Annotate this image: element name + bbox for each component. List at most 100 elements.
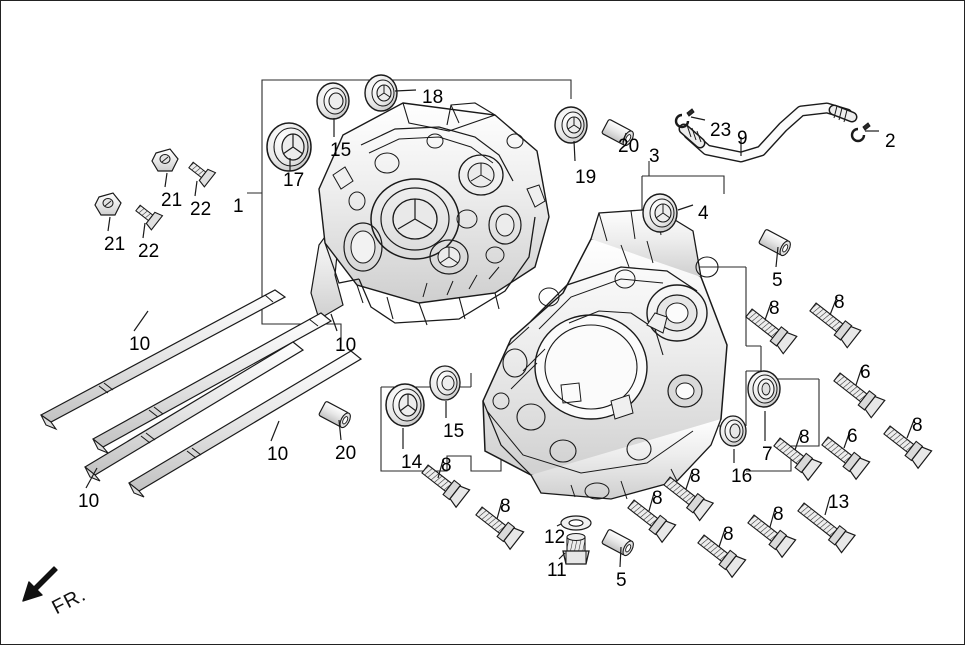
ball-bearing-18 [364, 74, 398, 112]
harness-clamp-21-a [151, 148, 179, 172]
flange-bolt-8-b [809, 302, 862, 349]
leader-13 [824, 496, 831, 516]
leader-8b [829, 296, 838, 316]
leader-21a [164, 172, 168, 188]
leader-23 [690, 116, 706, 121]
callout-number-8: 8 [652, 488, 663, 509]
callout-number-6: 6 [847, 426, 858, 447]
callout-number-22: 22 [138, 241, 160, 262]
hose-clip-23 [674, 108, 695, 129]
leader-5b [619, 546, 622, 568]
callout-number-11: 11 [547, 560, 567, 581]
callout-number-20: 20 [618, 136, 640, 157]
flange-bolt-8-f [627, 499, 677, 544]
ball-bearing-15-lower [429, 365, 461, 401]
leader-12 [556, 523, 562, 527]
hose-clip-2 [850, 122, 871, 143]
callout-number-10: 10 [267, 444, 289, 465]
stud-bolt-group [39, 289, 363, 498]
leader-10b [330, 313, 338, 332]
callout-number-15: 15 [443, 421, 465, 442]
callout-number-10: 10 [335, 335, 357, 356]
ball-bearing-19 [554, 106, 588, 144]
callout-number-10: 10 [78, 491, 100, 512]
leader-11 [558, 552, 566, 560]
dowel-pin-20-b [318, 401, 351, 429]
drain-plug-11 [562, 533, 590, 565]
sealing-washer-12 [560, 515, 592, 531]
leader-8i [496, 500, 503, 520]
flange-bolt-6-a [833, 372, 886, 419]
leader-8a [764, 302, 772, 321]
leader-6a [855, 366, 863, 386]
flange-bolt-8-d [773, 437, 823, 482]
callout-number-14: 14 [401, 452, 423, 473]
callout-number-17: 17 [283, 170, 305, 191]
callout-number-8: 8 [500, 496, 511, 517]
callout-number-18: 18 [422, 87, 444, 108]
ball-bearing-14 [385, 383, 425, 427]
harness-clamp-21-b [94, 192, 122, 216]
callout-number-10: 10 [129, 334, 151, 355]
callout-number-9: 9 [737, 128, 748, 149]
leader-20a [622, 132, 627, 144]
callout-number-8: 8 [799, 427, 810, 448]
leader-22a [194, 180, 198, 197]
callout-number-21: 21 [161, 190, 183, 211]
callout-number-19: 19 [575, 167, 597, 188]
callout-number-13: 13 [828, 492, 850, 513]
flange-bolt-8-g [747, 514, 797, 559]
leader-4 [677, 204, 694, 211]
crankcase-illustration-group [310, 102, 728, 500]
callout-number-4: 4 [698, 203, 709, 224]
callout-number-7: 7 [762, 444, 773, 465]
flange-bolt-6-b [821, 436, 871, 481]
flange-bolt-8-a [745, 308, 798, 355]
ball-bearing-4 [642, 193, 678, 233]
breather-tube-group [674, 102, 871, 163]
leader-line-group [85, 89, 915, 568]
callout-number-12: 12 [544, 527, 566, 548]
leader-10c [270, 420, 280, 442]
callout-number-8: 8 [441, 455, 452, 476]
flange-bolt-8-i [475, 506, 525, 551]
callout-number-8: 8 [769, 298, 780, 319]
dowel-pin-5-a [758, 229, 791, 257]
callout-number-6: 6 [860, 362, 871, 383]
leader-8f [648, 492, 655, 512]
callout-number-1: 1 [233, 196, 244, 217]
leader-19 [573, 140, 576, 162]
clamp-bolt-22-b [135, 204, 164, 231]
callout-number-22: 22 [190, 199, 212, 220]
leader-18 [394, 89, 417, 92]
leader-8d [794, 431, 802, 451]
dowel-pin-5-b [601, 529, 634, 557]
flange-bolt-13 [797, 502, 857, 554]
callout-number-8: 8 [690, 466, 701, 487]
leader-10a [133, 310, 149, 332]
breather-tube-end-right [828, 104, 858, 123]
callout-number-21: 21 [104, 234, 126, 255]
callout-number-8: 8 [912, 415, 923, 436]
oil-seal-16 [719, 415, 747, 447]
stud-bolt-10-a [39, 289, 287, 431]
stud-bolt-10-b [91, 312, 333, 454]
callout-number-2: 2 [885, 131, 896, 152]
stud-bolt-10-c [83, 341, 305, 482]
flange-bolt-8-j [421, 464, 471, 509]
breather-tube-end-left [678, 123, 706, 149]
callout-number-5: 5 [616, 570, 627, 591]
leader-5a [775, 246, 779, 268]
leader-8e [685, 470, 693, 490]
stud-bolt-10-d [127, 350, 363, 498]
leader-8c [906, 419, 915, 439]
flange-bolt-8-h [697, 534, 747, 579]
flange-bolt-8-e [663, 476, 715, 522]
callout-number-8: 8 [834, 292, 845, 313]
ball-bearing-15-upper [316, 82, 350, 120]
leader-21b [107, 216, 111, 232]
callout-number-23: 23 [710, 120, 732, 141]
leader-8g [769, 508, 776, 528]
